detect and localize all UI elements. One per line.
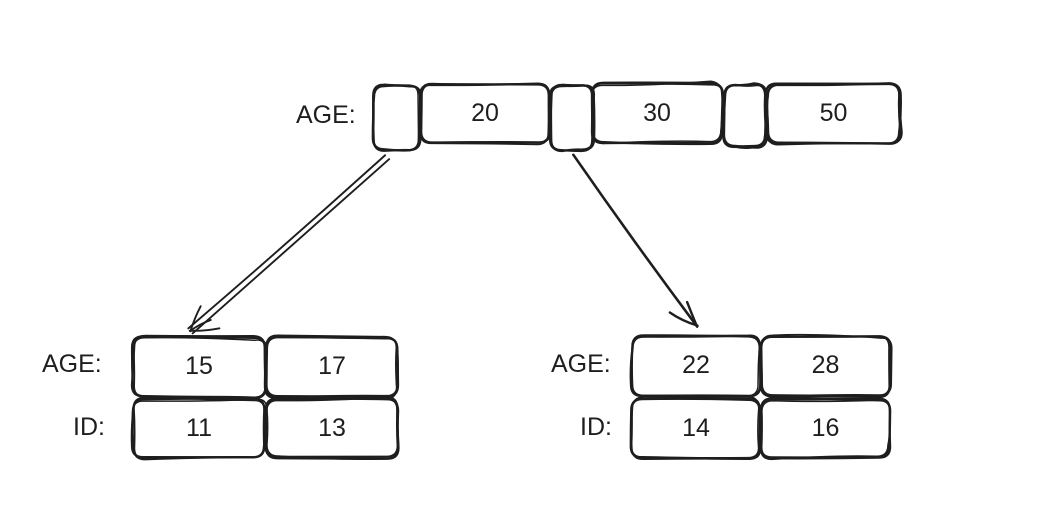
right-leaf-id-cell-1-value: 16 [811,413,840,442]
root-cell-4-pointer-outline[interactable] [722,82,768,149]
root-to-right-leaf-shaft[interactable] [572,153,699,328]
root-to-left-leaf-head-1 [189,305,202,333]
root-row-label: AGE: [296,101,356,129]
right-leaf-id-cell-0-value: 14 [682,413,710,442]
left-leaf-id-cell-0-value: 11 [186,413,212,442]
right-leaf-key-label: AGE: [551,350,611,378]
left-leaf-key-cell-0-outline2 [132,336,267,398]
right-leaf-key-cell-1-outline[interactable] [760,335,891,399]
left-leaf-id-cell-1-outline[interactable] [264,395,399,459]
right-leaf-id-cell-1-outline2 [759,399,892,461]
root-cell-3-key-outline[interactable] [591,81,725,146]
left-leaf-id-cell-0-outline2 [131,398,268,460]
root-cell-2-pointer-outline[interactable] [549,84,596,153]
root-cell-5-key-value: 50 [819,98,848,127]
right-leaf-id-label: ID: [580,413,612,441]
left-leaf-id-label: ID: [73,413,105,441]
root-cell-3-key-outline2 [590,80,724,145]
root-cell-4-pointer-fill [722,82,768,149]
root-cell-2-pointer-fill [549,83,594,153]
right-leaf-key-cell-1-value: 28 [811,351,840,379]
right-leaf-id-cell-0-outline2 [630,395,760,461]
root-cell-3-key-value: 30 [643,98,671,127]
root-cell-4-pointer-outline2 [723,84,769,150]
left-leaf-key-label: AGE: [42,350,102,378]
root-cell-2-pointer-outline2 [548,84,596,152]
root-cell-0-pointer-fill [372,83,422,152]
root-to-left-leaf-shaft-a[interactable] [187,154,387,330]
root-cell-1-key-value: 20 [471,98,499,127]
left-leaf-key-cell-1-value: 17 [318,352,346,380]
root-to-right-leaf-head-0 [685,300,698,327]
root-to-right-leaf-head-1 [668,311,699,327]
root-to-left-leaf-head-2 [188,327,221,332]
root-cell-0-pointer-outline2 [371,84,420,152]
left-leaf-key-cell-0-value: 15 [185,352,213,380]
right-leaf-key-cell-0-value: 22 [682,351,710,379]
left-leaf-id-cell-1-value: 13 [318,413,346,442]
left-leaf-id-cell-1-outline2 [266,396,400,460]
root-to-left-leaf-shaft-b [191,158,391,335]
root-cell-0-pointer-outline[interactable] [371,84,422,152]
right-leaf-key-cell-1-outline2 [759,333,893,398]
root-cell-5-key-outline2 [764,82,903,146]
root-cell-1-key-outline2 [418,82,550,146]
